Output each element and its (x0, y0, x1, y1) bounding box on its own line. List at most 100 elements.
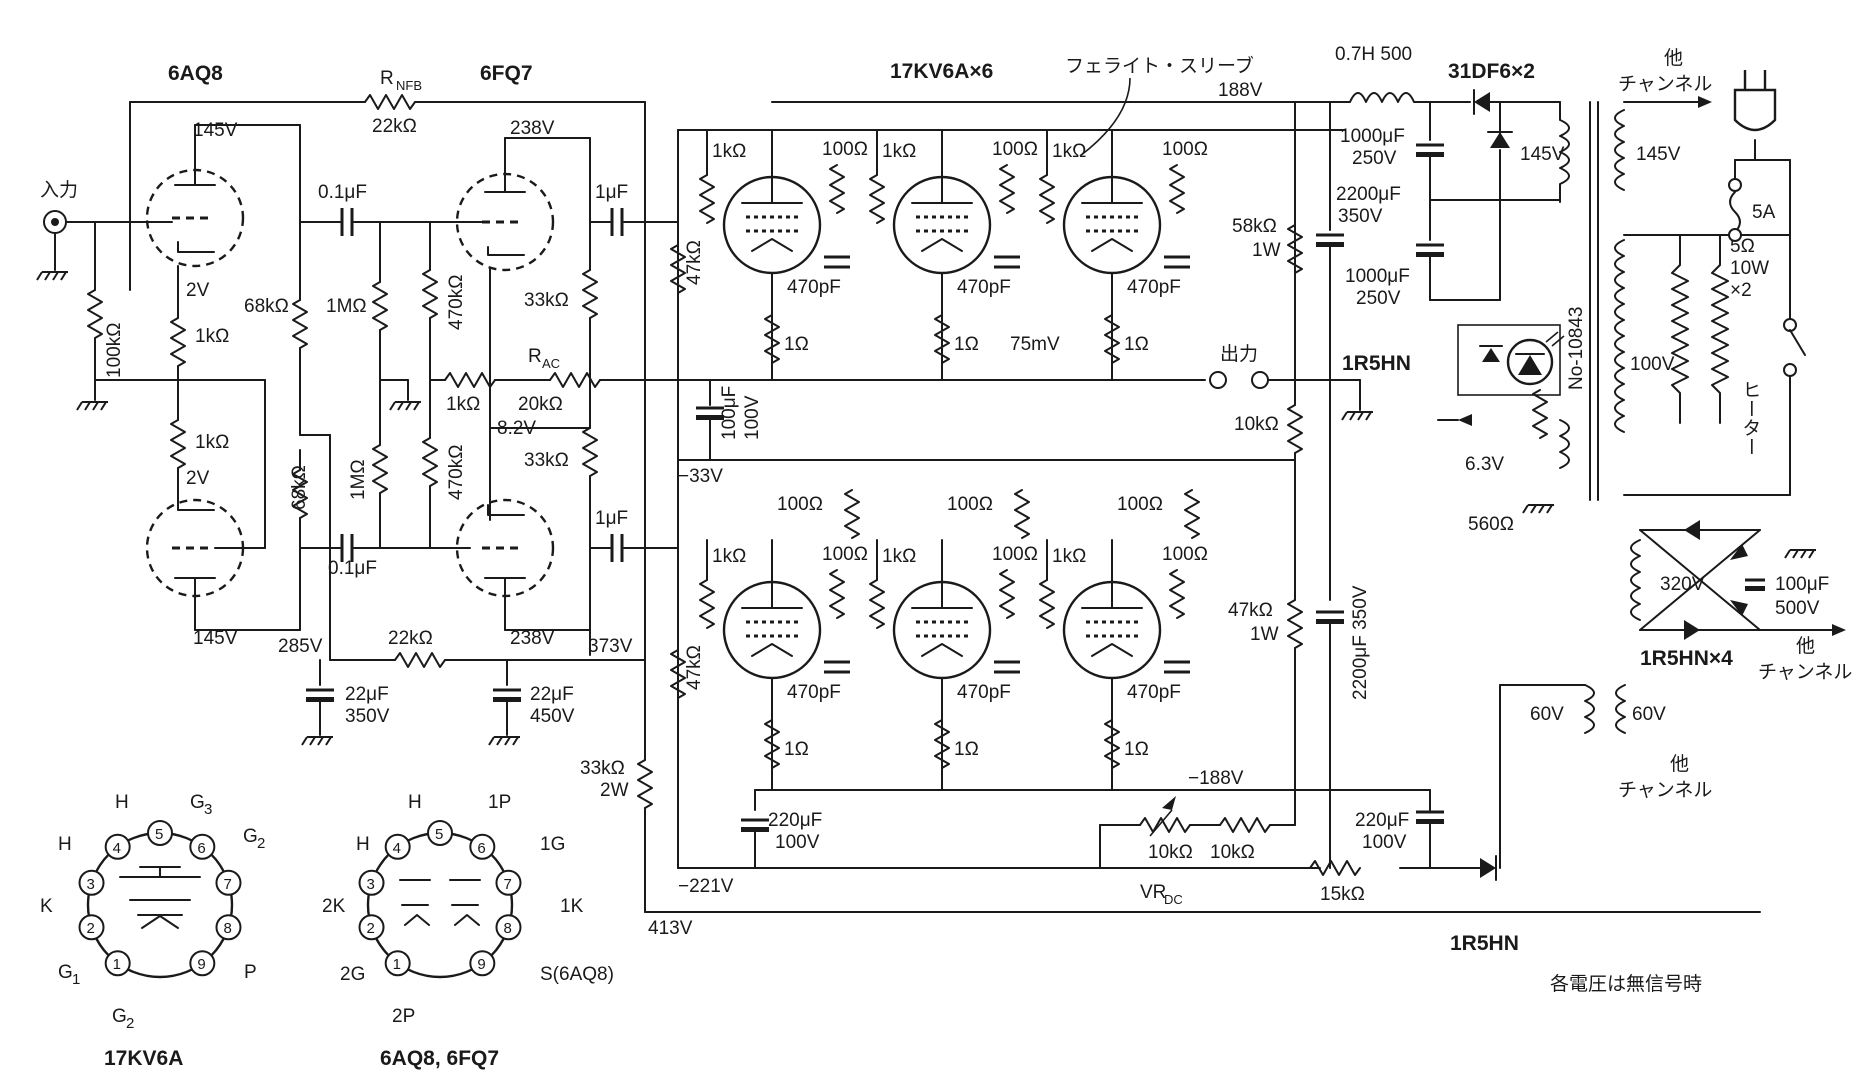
svg-text:K: K (40, 896, 53, 917)
svg-text:他: 他 (1670, 753, 1689, 775)
svg-text:15kΩ: 15kΩ (1320, 884, 1365, 905)
tube2-label: 6FQ7 (480, 62, 533, 85)
svg-text:2: 2 (126, 1015, 134, 1032)
pin-circle (215, 869, 242, 896)
svg-text:238V: 238V (510, 628, 555, 649)
svg-text:58kΩ: 58kΩ (1232, 216, 1277, 237)
svg-text:H: H (115, 792, 129, 813)
svg-text:G: G (112, 1006, 127, 1027)
sleeve-label: フェライト・スリーブ (1065, 54, 1254, 77)
grid-resistor-label: 1kΩ (1052, 141, 1086, 162)
svg-text:S(6AQ8): S(6AQ8) (540, 964, 614, 985)
svg-text:P: P (244, 962, 257, 983)
pin-number: 9 (477, 956, 485, 973)
svg-text:2K: 2K (322, 896, 346, 917)
svg-text:ヒーター: ヒーター (1740, 380, 1761, 456)
svg-text:350V: 350V (345, 706, 390, 727)
svg-text:20kΩ: 20kΩ (518, 394, 563, 415)
svg-text:22μF: 22μF (345, 684, 389, 705)
pin-circle (384, 833, 411, 860)
svg-text:238V: 238V (510, 118, 555, 139)
svg-text:1μF: 1μF (595, 182, 628, 203)
svg-text:250V: 250V (1356, 288, 1401, 309)
pin-circle (469, 833, 496, 860)
cathode-resistor-label: 1Ω (1124, 739, 1149, 760)
svg-text:チャンネル: チャンネル (1618, 780, 1712, 801)
input-label: 入力 (40, 179, 78, 201)
svg-text:1W: 1W (1252, 240, 1281, 261)
svg-text:1000μF: 1000μF (1345, 266, 1410, 287)
svg-text:220μF: 220μF (1355, 810, 1409, 831)
svg-text:33kΩ: 33kΩ (524, 450, 569, 471)
r100k-label: 100kΩ (104, 323, 125, 378)
svg-text:145V: 145V (193, 628, 238, 649)
svg-text:1R5HN: 1R5HN (1342, 352, 1411, 375)
svg-text:22kΩ: 22kΩ (372, 116, 417, 137)
screen-resistor-label: 100Ω (822, 139, 868, 160)
tube1-label: 6AQ8 (168, 62, 223, 85)
svg-text:145V: 145V (1636, 144, 1681, 165)
svg-text:1MΩ: 1MΩ (326, 296, 367, 317)
pin-number: 5 (155, 826, 163, 843)
svg-text:1kΩ: 1kΩ (446, 394, 480, 415)
pin-number: 1 (113, 956, 121, 973)
svg-text:0.7H 500: 0.7H 500 (1335, 44, 1412, 65)
svg-text:G: G (190, 792, 205, 813)
svg-text:68kΩ: 68kΩ (244, 296, 289, 317)
pin-circle (104, 833, 131, 860)
plate-resistor-label: 100Ω (1117, 494, 1163, 515)
svg-text:−188V: −188V (1188, 768, 1244, 789)
pin-number: 6 (477, 840, 485, 857)
svg-text:320V: 320V (1660, 574, 1705, 595)
svg-text:350V: 350V (1338, 206, 1383, 227)
svg-text:100V: 100V (1630, 354, 1675, 375)
pin-circle (147, 820, 173, 846)
cathode-resistor-label: 1Ω (784, 334, 809, 355)
svg-text:560Ω: 560Ω (1468, 514, 1514, 535)
svg-text:2200μF 350V: 2200μF 350V (1350, 585, 1371, 700)
svg-text:470kΩ: 470kΩ (446, 275, 467, 330)
svg-text:他: 他 (1796, 635, 1815, 657)
svg-text:0.1μF: 0.1μF (318, 182, 367, 203)
pin-circle (215, 914, 242, 941)
plate-resistor-label: 100Ω (777, 494, 823, 515)
svg-text:100V: 100V (1362, 832, 1407, 853)
svg-text:H: H (408, 792, 422, 813)
svg-text:G: G (243, 826, 258, 847)
svg-text:No-10843: No-10843 (1566, 307, 1587, 390)
svg-text:31DF6×2: 31DF6×2 (1448, 60, 1535, 83)
input-stage: 入力 100kΩ (36, 179, 179, 411)
power-transformer: 145V 100V No-10843 (1559, 101, 1681, 501)
svg-text:2: 2 (257, 835, 265, 852)
svg-text:2200μF: 2200μF (1336, 184, 1401, 205)
pin-circle (358, 914, 385, 941)
svg-text:1kΩ: 1kΩ (195, 432, 229, 453)
svg-text:17KV6A: 17KV6A (104, 1047, 183, 1070)
svg-text:100μF: 100μF (1775, 574, 1829, 595)
screen-resistor-label: 100Ω (1162, 544, 1208, 565)
svg-text:2V: 2V (186, 468, 210, 489)
svg-text:5A: 5A (1752, 202, 1776, 223)
tube-6aq8-lower (145, 489, 245, 631)
svg-text:×2: ×2 (1730, 280, 1752, 301)
svg-text:22μF: 22μF (530, 684, 574, 705)
output-terminal[interactable] (1209, 371, 1227, 389)
pin-number: 8 (503, 920, 511, 937)
cap-470pf-label: 470pF (1127, 682, 1181, 703)
svg-text:188V: 188V (1218, 80, 1263, 101)
svg-text:10kΩ: 10kΩ (1234, 414, 1279, 435)
svg-text:−221V: −221V (678, 876, 734, 897)
svg-text:22kΩ: 22kΩ (388, 628, 433, 649)
svg-text:1W: 1W (1250, 624, 1279, 645)
bias-resistor-label: 47kΩ (684, 645, 705, 690)
pin-number: 1 (393, 956, 401, 973)
svg-text:1μF: 1μF (595, 508, 628, 529)
output-terminal-b[interactable] (1251, 371, 1269, 389)
svg-text:60V: 60V (1530, 704, 1564, 725)
